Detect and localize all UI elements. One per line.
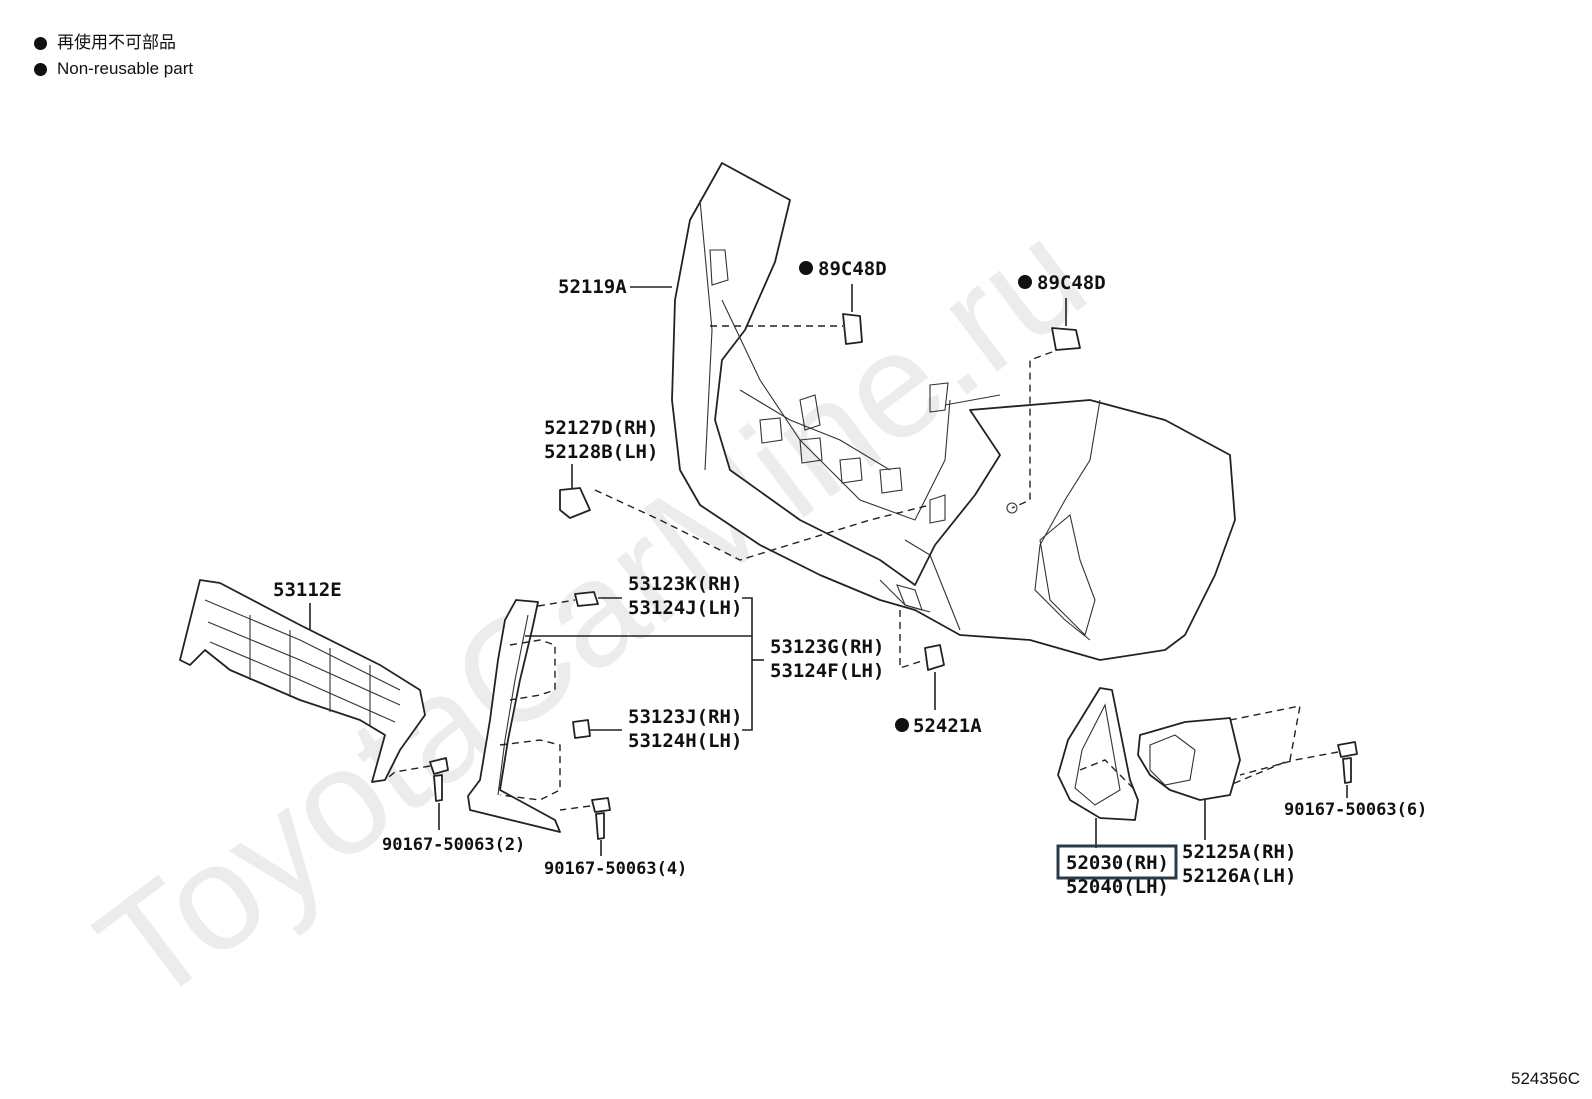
moulding[interactable] bbox=[467, 599, 561, 833]
clip-lower[interactable] bbox=[572, 719, 591, 739]
legend-text-en: Non-reusable part bbox=[57, 59, 194, 78]
label-mold-lower-rh: 53123J(RH) bbox=[628, 706, 742, 728]
fog-bezel[interactable] bbox=[1057, 687, 1139, 821]
label-bezel-lh: 52040(LH) bbox=[1066, 876, 1169, 898]
label-cover-lh: 52126A(LH) bbox=[1182, 865, 1296, 887]
non-reusable-bullet-icon bbox=[895, 718, 909, 732]
label-screw-cover: 90167-50063(6) bbox=[1284, 800, 1427, 820]
clip-right[interactable] bbox=[1051, 327, 1081, 351]
fog-cover[interactable] bbox=[1137, 717, 1241, 801]
label-grille: 53112E bbox=[273, 579, 342, 601]
screw-cover[interactable] bbox=[1337, 741, 1358, 784]
grille[interactable] bbox=[179, 579, 426, 783]
non-reusable-bullet-icon bbox=[34, 36, 47, 50]
label-cap-lh: 52128B(LH) bbox=[544, 441, 658, 463]
screw-grille[interactable] bbox=[429, 757, 449, 802]
legend-text-jp: 再使用不可部品 bbox=[57, 33, 176, 52]
label-retainer: 52421A bbox=[913, 715, 982, 737]
label-clip-right: 89C48D bbox=[1037, 272, 1106, 294]
label-cover-rh: 52125A(RH) bbox=[1182, 841, 1296, 863]
legend: 再使用不可部品 Non-reusable part bbox=[34, 30, 193, 82]
label-cap-rh: 52127D(RH) bbox=[544, 417, 658, 439]
screw-mold[interactable] bbox=[591, 797, 611, 840]
label-screw-mold: 90167-50063(4) bbox=[544, 859, 687, 879]
label-mold-rh: 53123G(RH) bbox=[770, 636, 884, 658]
clip-upper[interactable] bbox=[574, 591, 599, 607]
figure-number: 524356C bbox=[1510, 1069, 1580, 1088]
label-mold-upper-rh: 53123K(RH) bbox=[628, 573, 742, 595]
retainer[interactable] bbox=[924, 644, 945, 671]
label-clip-left: 89C48D bbox=[818, 258, 887, 280]
cap[interactable] bbox=[559, 487, 591, 519]
legend-row-jp: 再使用不可部品 bbox=[34, 30, 193, 56]
non-reusable-bullet-icon bbox=[34, 62, 47, 76]
non-reusable-bullet-icon bbox=[1018, 275, 1032, 289]
highlight-box bbox=[1056, 844, 1178, 880]
bumper-cover[interactable] bbox=[671, 162, 1236, 661]
label-bumper-cover: 52119A bbox=[558, 276, 627, 298]
label-mold-upper-lh: 53124J(LH) bbox=[628, 597, 742, 619]
label-screw-grille: 90167-50063(2) bbox=[382, 835, 525, 855]
legend-row-en: Non-reusable part bbox=[34, 56, 193, 82]
label-mold-lower-lh: 53124H(LH) bbox=[628, 730, 742, 752]
label-mold-lh: 53124F(LH) bbox=[770, 660, 884, 682]
clip-left[interactable] bbox=[842, 313, 863, 345]
non-reusable-bullet-icon bbox=[799, 261, 813, 275]
label-bezel-rh: 52030(RH) bbox=[1066, 852, 1169, 874]
